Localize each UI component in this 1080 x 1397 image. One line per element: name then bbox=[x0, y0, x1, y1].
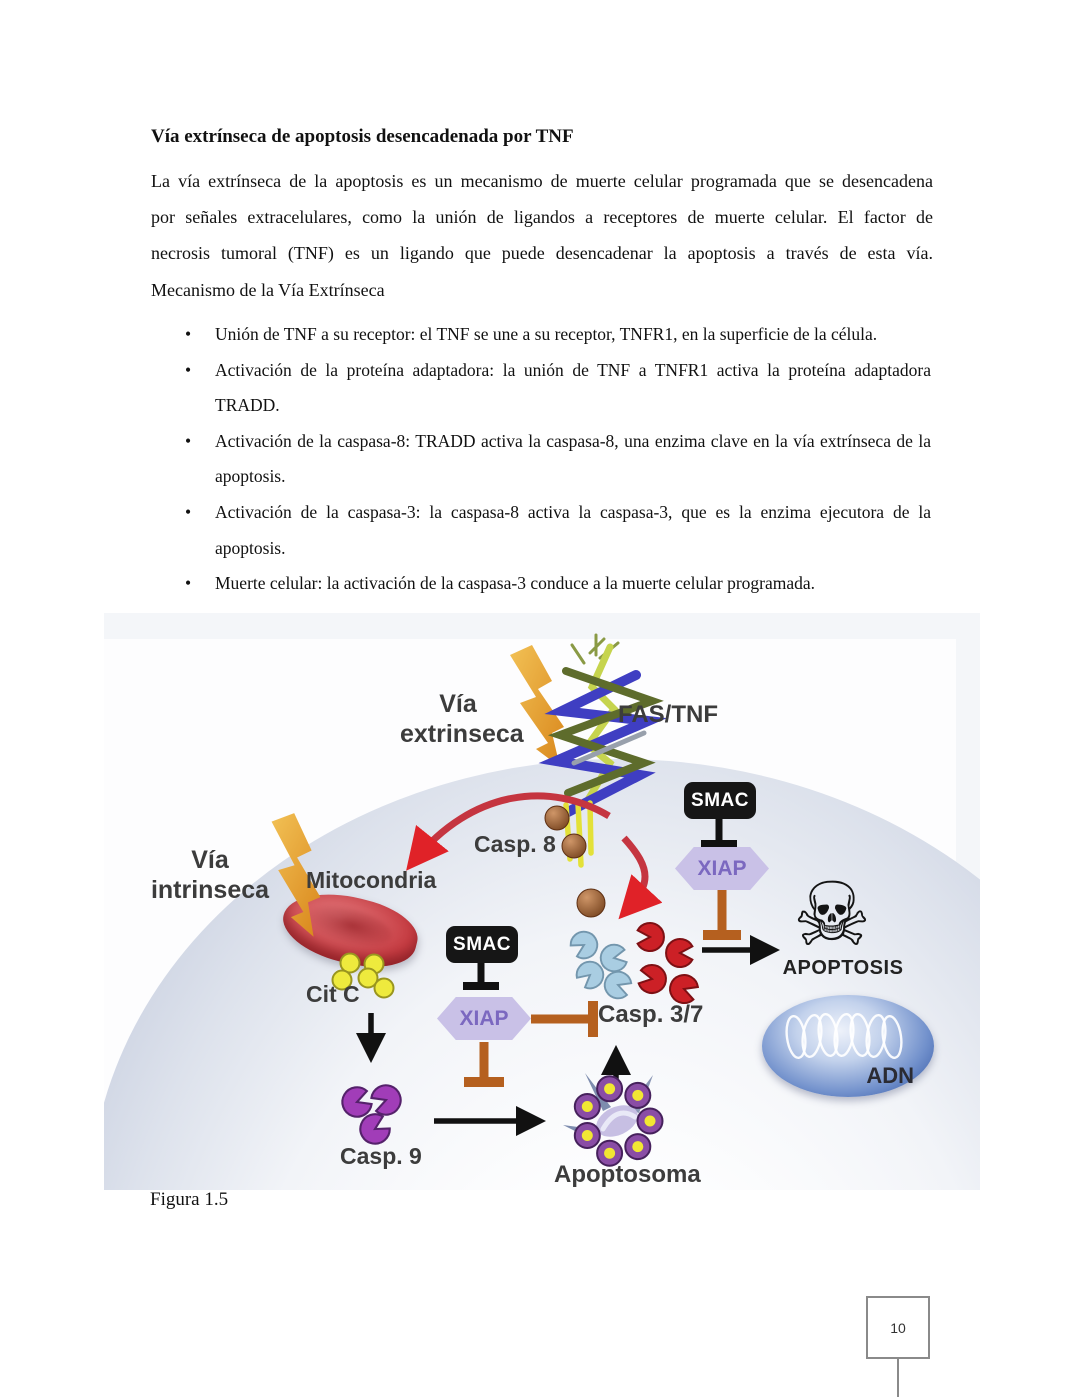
figure-apoptosis-diagram: ADN bbox=[104, 613, 980, 1190]
inhibition-bar-smac-xiap-top bbox=[701, 819, 737, 848]
page-number-box: 10 bbox=[866, 1296, 930, 1359]
paragraph-line: necrosis tumoral (TNF) es un ligando que… bbox=[151, 243, 933, 264]
inhibition-bar-xiap-apoptosis bbox=[703, 890, 741, 940]
paragraph-line: por señales extracelulares, como la unió… bbox=[151, 207, 933, 228]
diagram-shapes-layer bbox=[263, 633, 781, 1167]
lightning-icon bbox=[510, 645, 564, 767]
section-title: Vía extrínseca de apoptosis desencadenad… bbox=[151, 126, 574, 147]
label-caspase9: Casp. 9 bbox=[340, 1143, 422, 1169]
caspase9-molecules-icon bbox=[337, 1080, 406, 1151]
skull-icon: ☠ bbox=[792, 863, 872, 966]
xiap-hexagon-top: XIAP bbox=[675, 847, 769, 890]
paragraph-line: La vía extrínseca de la apoptosis es un … bbox=[151, 171, 933, 191]
smac-box-mid: SMAC bbox=[446, 926, 518, 963]
figure-caption: Figura 1.5 bbox=[150, 1189, 229, 1210]
bullet-marker: • bbox=[185, 430, 192, 451]
dna-coil-icon bbox=[785, 1012, 903, 1060]
dna-nucleus-icon: ADN bbox=[762, 995, 934, 1097]
label-caspase37: Casp. 3/7 bbox=[598, 1001, 704, 1028]
label-caspase8: Casp. 8 bbox=[474, 831, 556, 857]
xiap-hexagon-mid: XIAP bbox=[437, 997, 531, 1040]
list-item: • Unión de TNF a su receptor: el TNF se u… bbox=[185, 317, 931, 353]
label-apoptosoma: Apoptosoma bbox=[554, 1161, 701, 1188]
label-via-extrinseca: Vía extrinseca bbox=[400, 690, 524, 748]
label-fas-tnf: FAS/TNF bbox=[618, 701, 718, 728]
smac-box-top: SMAC bbox=[684, 782, 756, 819]
caspase37-molecules-icon bbox=[566, 922, 702, 1008]
list-item: • Muerte celular: la activación de la cas… bbox=[185, 566, 931, 602]
bullet-marker: • bbox=[185, 501, 192, 522]
list-item: • Activación de la caspasa-8: TRADD activ… bbox=[185, 424, 931, 495]
list-item: • Activación de la caspasa-3: la caspasa-… bbox=[185, 495, 931, 566]
list-item-text: Muerte celular: la activación de la casp… bbox=[215, 573, 816, 594]
red-arrow-to-caspase37 bbox=[618, 835, 663, 920]
list-item-text: Activación de la caspasa-3: la caspasa-8… bbox=[215, 501, 931, 558]
dna-label: ADN bbox=[866, 1063, 914, 1088]
list-item-text: Activación de la caspasa-8: TRADD activa… bbox=[215, 430, 931, 487]
bullet-marker: • bbox=[185, 359, 192, 380]
receptor-helix-icon bbox=[538, 633, 668, 918]
apoptosome-icon bbox=[563, 1073, 664, 1167]
cytochrome-c-icon bbox=[331, 952, 395, 999]
intro-paragraph: La vía extrínseca de la apoptosis es un … bbox=[151, 163, 933, 308]
bullet-marker: • bbox=[185, 573, 192, 594]
label-via-intrinseca: Vía intrinseca bbox=[150, 846, 270, 904]
label-cit-c: Cit C bbox=[306, 981, 360, 1007]
red-arrow-to-mitochondria bbox=[406, 792, 611, 871]
inhibition-bar-xiap-casp9 bbox=[464, 1042, 504, 1087]
bullet-marker: • bbox=[185, 324, 192, 344]
list-item-text: Unión de TNF a su receptor: el TNF se un… bbox=[215, 324, 878, 344]
page-number: 10 bbox=[890, 1319, 906, 1336]
label-apoptosis: APOPTOSIS bbox=[782, 957, 904, 979]
label-mitocondria: Mitocondria bbox=[306, 867, 437, 893]
figure-scan-band bbox=[104, 613, 980, 639]
list-item: • Activación de la proteína adaptadora: l… bbox=[185, 353, 931, 424]
inhibition-bar-smac-xiap-mid bbox=[463, 963, 499, 990]
page-number-line bbox=[897, 1357, 899, 1397]
bullet-list: • Unión de TNF a su receptor: el TNF se u… bbox=[185, 317, 931, 602]
inhibition-bar-xiap-casp37 bbox=[531, 1001, 598, 1037]
list-item-text: Activación de la proteína adaptadora: la… bbox=[215, 359, 931, 416]
paragraph-line: Mecanismo de la Vía Extrínseca bbox=[151, 279, 385, 300]
